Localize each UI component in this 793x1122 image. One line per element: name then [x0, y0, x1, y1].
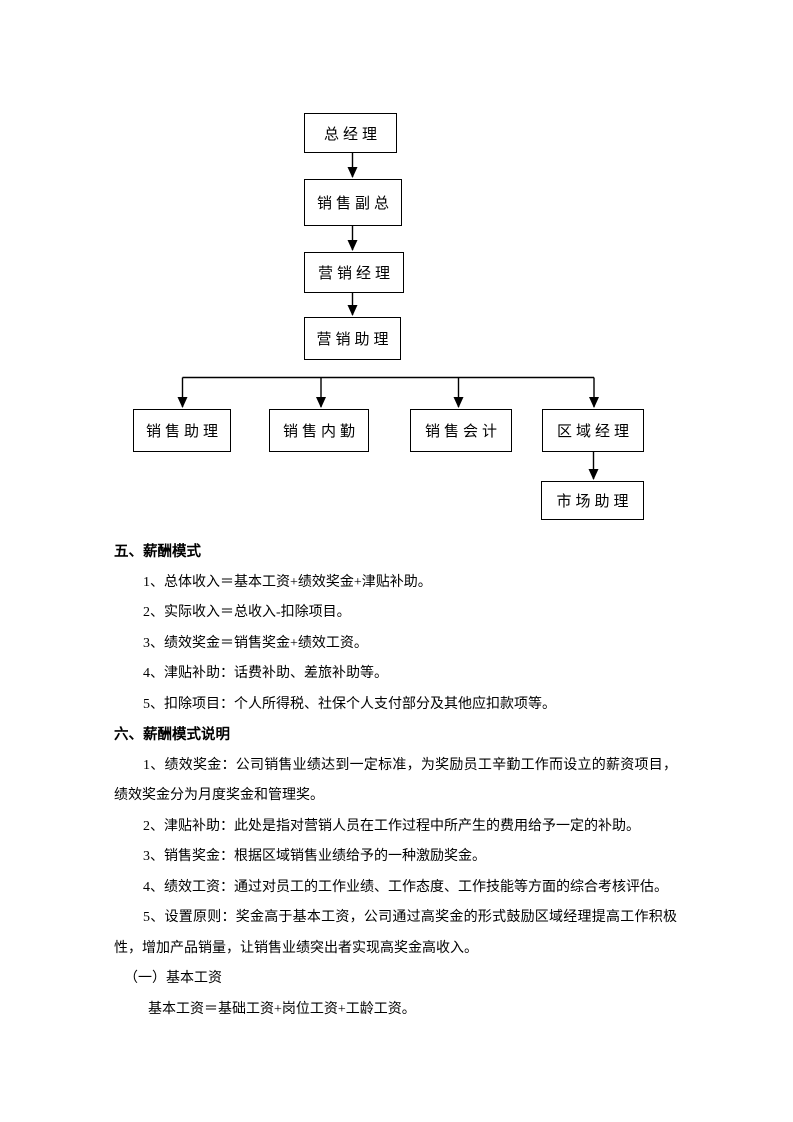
org-node-market-assistant: 市场助理 [541, 481, 644, 520]
section5-item-3: 3、绩效奖金＝销售奖金+绩效工资。 [143, 635, 368, 651]
org-node-marketing-assistant: 营销助理 [304, 317, 401, 360]
section5-item-1: 1、总体收入＝基本工资+绩效奖金+津贴补助。 [143, 574, 432, 590]
section6-item-4: 4、绩效工资：通过对员工的工作业绩、工作态度、工作技能等方面的综合考核评估。 [143, 879, 668, 895]
basic-wage-formula: 基本工资＝基础工资+岗位工资+工龄工资。 [148, 1001, 416, 1017]
section5-item-2: 2、实际收入＝总收入-扣除项目。 [143, 605, 351, 620]
org-node-sales-assistant: 销售助理 [133, 409, 231, 452]
section6-heading: 六、薪酬模式说明 [114, 727, 230, 743]
org-node-sales-office: 销售内勤 [269, 409, 369, 452]
org-node-general-manager: 总经理 [304, 113, 397, 153]
section6-item-2: 2、津贴补助：此处是指对营销人员在工作过程中所产生的费用给予一定的补助。 [143, 818, 640, 834]
org-node-sales-accountant: 销售会计 [410, 409, 512, 452]
org-node-region-manager: 区域经理 [542, 409, 644, 452]
section5-heading: 五、薪酬模式 [114, 544, 201, 560]
section6-item-5: 5、设置原则：奖金高于基本工资，公司通过高奖金的形式鼓励区域经理提高工作积极性，… [114, 910, 677, 956]
section5-item-4: 4、津贴补助：话费补助、差旅补助等。 [143, 666, 388, 681]
org-node-marketing-manager: 营销经理 [304, 252, 404, 293]
section6-item-1: 1、绩效奖金：公司销售业绩达到一定标准，为奖励员工辛勤工作而设立的薪资项目，绩效… [114, 757, 677, 804]
org-chart-connectors [177, 153, 599, 480]
org-node-sales-vp: 销售副总 [304, 179, 402, 226]
basic-wage-heading: （一）基本工资 [124, 971, 222, 986]
section6-item-3: 3、销售奖金：根据区域销售业绩给予的一种激励奖金。 [143, 849, 486, 864]
org-chart: 总经理 销售副总 营销经理 营销助理 销售助理 销售内勤 销售会计 区域经理 市… [0, 0, 793, 540]
document-text: 五、薪酬模式 1、总体收入＝基本工资+绩效奖金+津贴补助。 2、实际收入＝总收入… [114, 537, 677, 1025]
section5-item-5: 5、扣除项目：个人所得税、社保个人支付部分及其他应扣款项等。 [143, 696, 556, 712]
